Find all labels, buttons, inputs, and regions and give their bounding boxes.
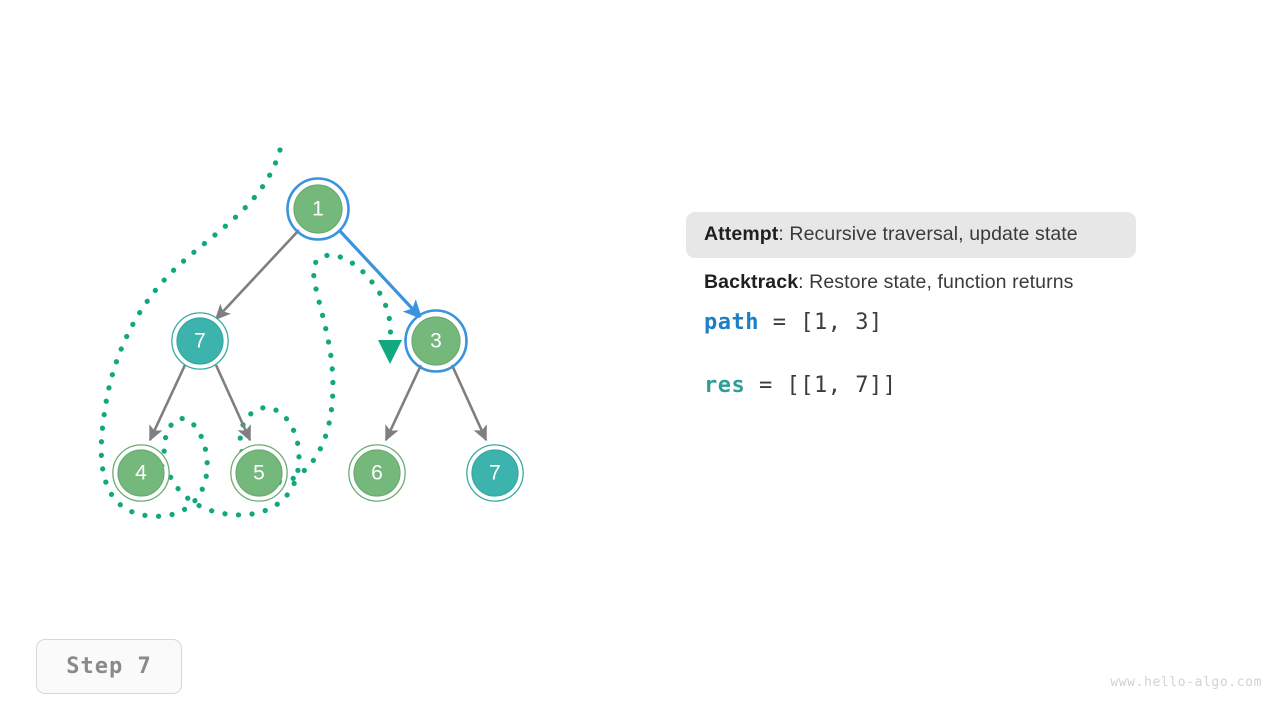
step-badge-label: Step 7 (66, 654, 152, 679)
node-value-label: 1 (312, 198, 324, 221)
watermark-text: www.hello-algo.com (1110, 675, 1262, 690)
node-circle (176, 317, 224, 365)
path-variable-name: path (704, 310, 759, 335)
node-circle (353, 449, 401, 497)
node-white-ring (172, 313, 228, 369)
node-highlight-ring (404, 309, 468, 373)
tree-node-7-left[interactable]: 7 (171, 312, 229, 370)
edge-1-to-7 (214, 229, 300, 321)
step-badge: Step 7 (36, 639, 182, 694)
tree-node-6[interactable]: 6 (348, 444, 406, 502)
res-variable-name: res (704, 373, 746, 398)
node-white-ring (113, 445, 169, 501)
node-white-ring (231, 445, 287, 501)
res-variable-value: = [[1, 7]] (745, 373, 897, 398)
node-circle (235, 449, 283, 497)
edge-3-to-6 (384, 364, 423, 442)
site-watermark: www.hello-algo.com (1110, 675, 1262, 690)
backtrack-row: Backtrack: Restore state, function retur… (686, 258, 1206, 300)
node-value-label: 6 (371, 462, 383, 485)
attempt-label: Attempt (704, 223, 779, 245)
node-value-label: 3 (430, 330, 442, 353)
node-outer-ring (348, 444, 406, 502)
node-outer-ring (112, 444, 170, 502)
path-state-row: path = [1, 3] (686, 300, 1206, 335)
node-outer-ring (171, 312, 229, 370)
edge-7-to-5 (214, 364, 252, 442)
tree-node-1[interactable]: 1 (286, 177, 350, 241)
node-circle (471, 449, 519, 497)
tree-node-4[interactable]: 4 (112, 444, 170, 502)
state-panel: Attempt: Recursive traversal, update sta… (686, 212, 1206, 398)
node-white-ring (349, 445, 405, 501)
node-outer-ring (466, 444, 524, 502)
node-value-label: 7 (489, 462, 501, 485)
node-white-ring (467, 445, 523, 501)
tree-node-3[interactable]: 3 (404, 309, 468, 373)
res-state-row: res = [[1, 7]] (686, 335, 1206, 398)
traversal-pointer-triangle (378, 340, 402, 364)
edge-7-to-4 (148, 364, 187, 442)
node-white-ring (407, 312, 465, 370)
node-circle (117, 449, 165, 497)
tree-edges (148, 228, 488, 442)
node-value-label: 4 (135, 462, 147, 485)
node-outer-ring (230, 444, 288, 502)
backtrack-description: : Restore state, function returns (798, 271, 1074, 293)
path-variable-value: = [1, 3] (758, 310, 883, 335)
binary-tree-diagram: 1 7 3 4 5 6 7 (98, 147, 524, 519)
edge-3-to-7 (450, 364, 488, 442)
attempt-row: Attempt: Recursive traversal, update sta… (686, 212, 1136, 258)
tree-node-7-right[interactable]: 7 (466, 444, 524, 502)
backtracking-dotted-path (98, 147, 402, 519)
node-value-label: 5 (253, 462, 265, 485)
node-white-ring (289, 180, 347, 238)
attempt-description: : Recursive traversal, update state (778, 223, 1078, 245)
backtrack-label: Backtrack (704, 271, 799, 293)
node-highlight-ring (286, 177, 350, 241)
tree-node-5[interactable]: 5 (230, 444, 288, 502)
node-value-label: 7 (194, 330, 206, 353)
node-circle (411, 316, 461, 366)
edge-1-to-3 (337, 228, 423, 320)
node-circle (293, 184, 343, 234)
